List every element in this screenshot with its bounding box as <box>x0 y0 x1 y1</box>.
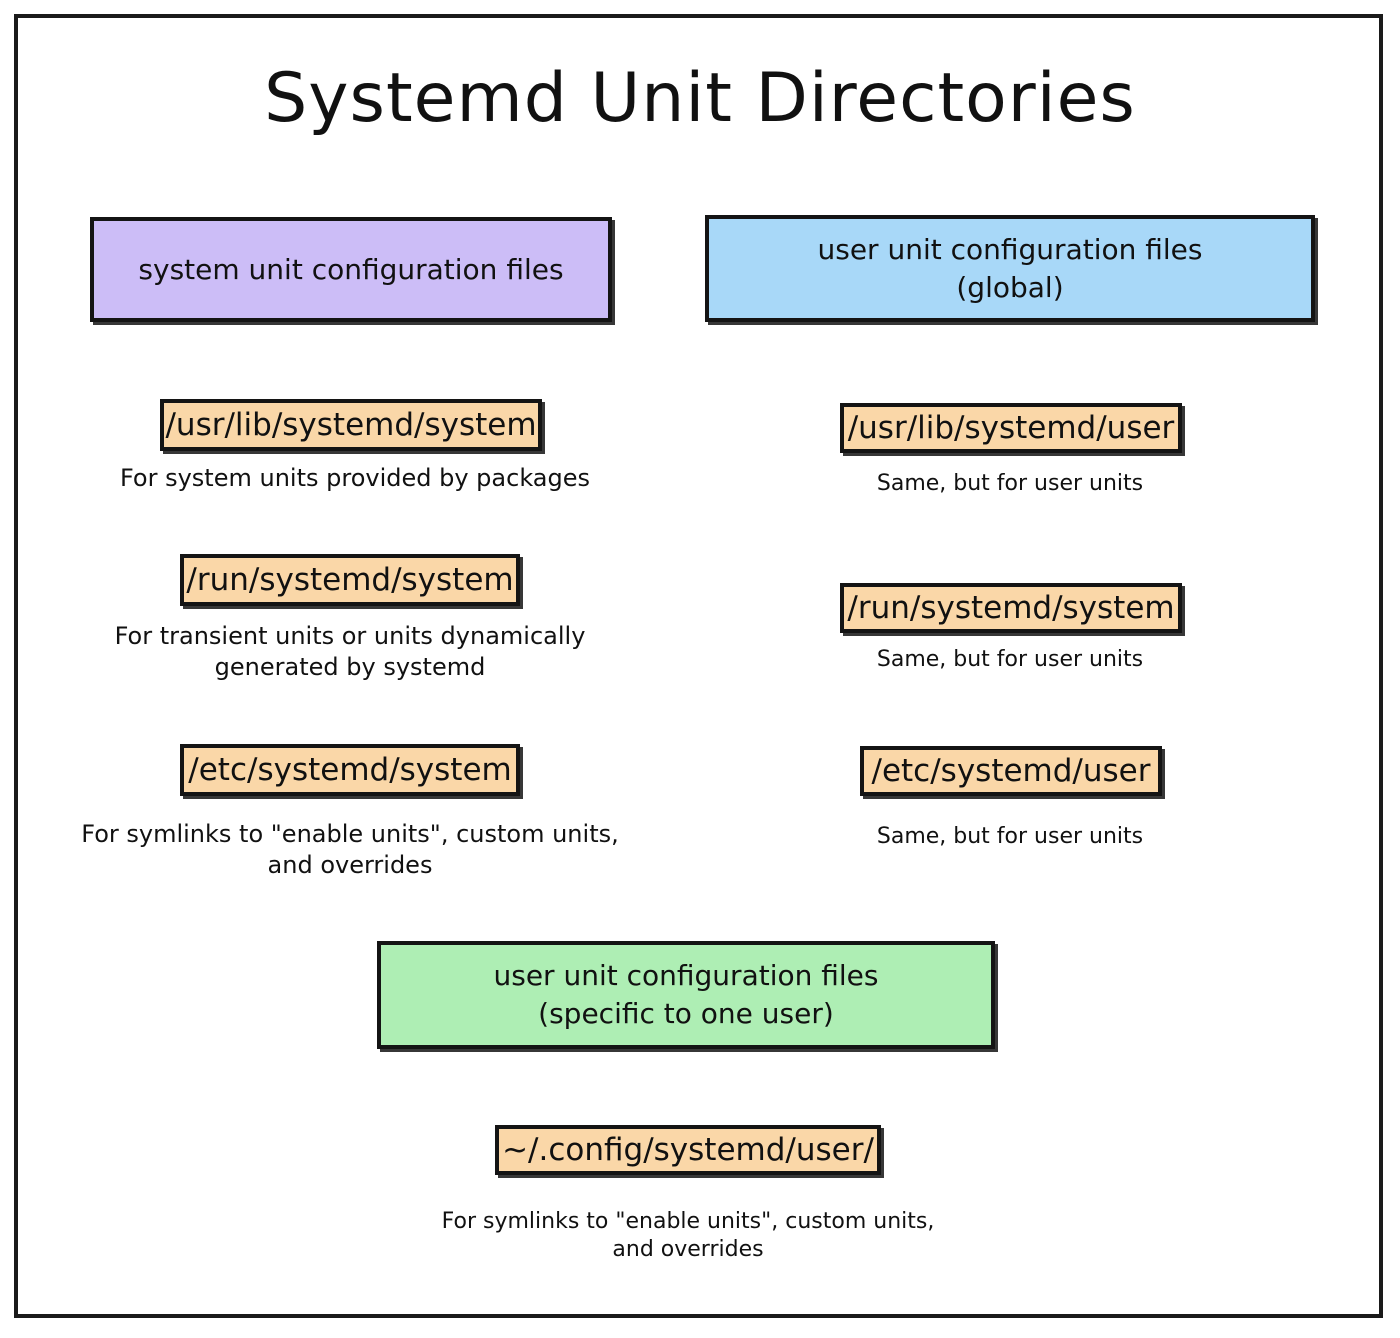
path-box-usr-lib-systemd-system: /usr/lib/systemd/system <box>160 399 542 451</box>
path-label: /run/systemd/system <box>847 589 1175 626</box>
path-box-run-systemd-system-user-col: /run/systemd/system <box>840 583 1182 633</box>
diagram-outer-frame <box>14 14 1383 1318</box>
description-line-2: and overrides <box>612 1237 764 1263</box>
description-etc-systemd-system: For symlinks to "enable units", custom u… <box>55 819 645 880</box>
path-box-etc-systemd-system: /etc/systemd/system <box>180 744 520 796</box>
description-line-2: generated by systemd <box>214 652 486 681</box>
path-box-run-systemd-system: /run/systemd/system <box>180 554 520 606</box>
category-box-user-units-specific-label-line1: user unit configuration files <box>493 959 879 993</box>
path-label: /usr/lib/systemd/system <box>165 406 537 443</box>
description-home-config-systemd-user: For symlinks to "enable units", custom u… <box>390 1208 986 1264</box>
category-box-user-units-global: user unit configuration files (global) <box>705 215 1315 322</box>
path-label: /etc/systemd/user <box>871 752 1151 789</box>
description-etc-systemd-user: Same, but for user units <box>790 823 1230 851</box>
page-title: Systemd Unit Directories <box>264 59 1136 138</box>
description-line-2: and overrides <box>267 850 433 879</box>
path-box-home-config-systemd-user: ~/.config/systemd/user/ <box>495 1125 881 1175</box>
category-box-user-units-global-label-line2: (global) <box>956 270 1064 304</box>
category-box-system-units: system unit configuration files <box>90 217 612 322</box>
description-line-1: For transient units or units dynamically <box>114 622 586 650</box>
description-line-1: For symlinks to "enable units", custom u… <box>441 1209 935 1234</box>
category-box-system-units-label: system unit configuration files <box>138 252 564 286</box>
path-box-usr-lib-systemd-user: /usr/lib/systemd/user <box>840 403 1182 453</box>
category-box-user-units-specific-label-line2: (specific to one user) <box>538 997 834 1030</box>
category-box-user-units-global-label-line1: user unit configuration files <box>817 232 1203 266</box>
description-line-1: For symlinks to "enable units", custom u… <box>81 820 619 848</box>
description-run-systemd-system: For transient units or units dynamically… <box>55 621 645 682</box>
description-line-1: Same, but for user units <box>876 824 1144 849</box>
category-box-user-units-specific: user unit configuration files (specific … <box>377 941 995 1049</box>
path-label: /etc/systemd/system <box>188 751 512 788</box>
description-usr-lib-systemd-system: For system units provided by packages <box>60 463 650 494</box>
description-line-1: For system units provided by packages <box>119 464 591 492</box>
description-line-1: Same, but for user units <box>876 647 1144 672</box>
description-usr-lib-systemd-user: Same, but for user units <box>790 470 1230 498</box>
path-label: /run/systemd/system <box>186 561 514 598</box>
path-box-etc-systemd-user: /etc/systemd/user <box>860 746 1162 796</box>
path-label: /usr/lib/systemd/user <box>847 409 1175 446</box>
description-run-systemd-system-user-col: Same, but for user units <box>790 646 1230 674</box>
path-label: ~/.config/systemd/user/ <box>502 1131 874 1168</box>
description-line-1: Same, but for user units <box>876 471 1144 496</box>
